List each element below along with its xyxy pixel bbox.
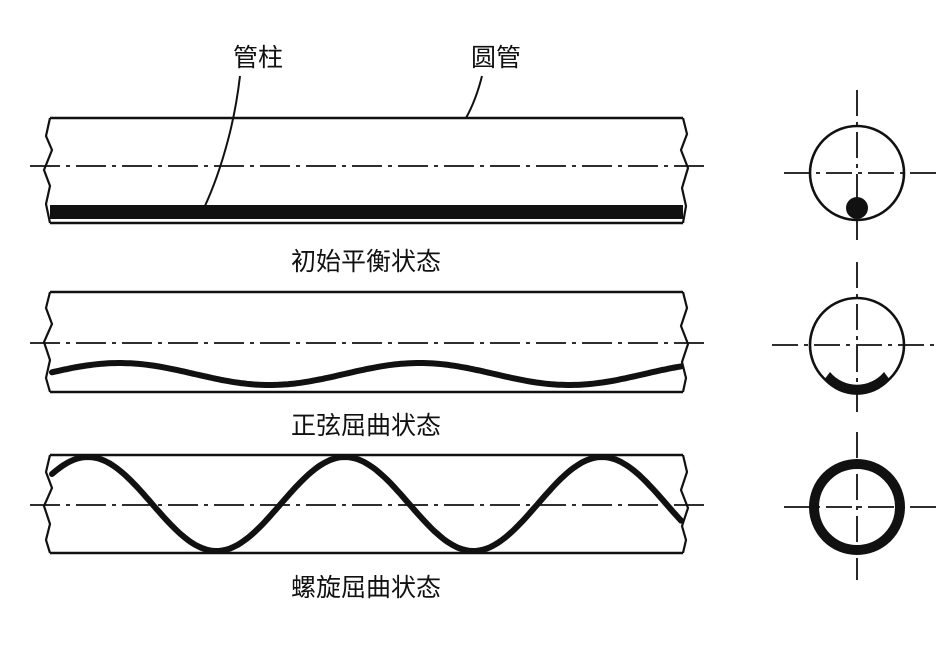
pipe-right-break-edge: [679, 291, 690, 393]
helical-state-pipe: [30, 453, 705, 555]
pipe-left-break-edge: [42, 454, 54, 554]
sinusoidal-state-caption: 正弦屈曲状态: [291, 411, 441, 440]
initial-state-pipe: [30, 116, 705, 225]
tubing-string-label: 管柱: [233, 43, 283, 72]
tubing-string-sinusoidal: [49, 360, 684, 388]
tubing-string-leader: [203, 75, 241, 209]
helical-state-caption: 螺旋屈曲状态: [291, 573, 441, 602]
round-pipe-label: 圆管: [471, 43, 521, 72]
tubing-string-helical: [49, 453, 684, 555]
initial-state-caption: 初始平衡状态: [291, 247, 441, 276]
sinusoidal-state-pipe: [30, 290, 705, 394]
tubing-section-arc: [824, 372, 890, 395]
tubing-string-resting: [50, 205, 683, 219]
helical-cross-section: [784, 432, 940, 580]
pipe-right-break-edge: [679, 454, 690, 554]
pipe-left-break-edge: [42, 117, 54, 224]
pipe-right-break-edge: [679, 117, 690, 224]
top-labels: 管柱 圆管: [203, 43, 521, 209]
tubing-section-dot: [846, 197, 868, 219]
sinusoidal-cross-section: [772, 262, 940, 412]
initial-cross-section: [784, 90, 940, 240]
round-pipe-leader: [465, 75, 483, 119]
pipe-left-break-edge: [42, 291, 54, 393]
